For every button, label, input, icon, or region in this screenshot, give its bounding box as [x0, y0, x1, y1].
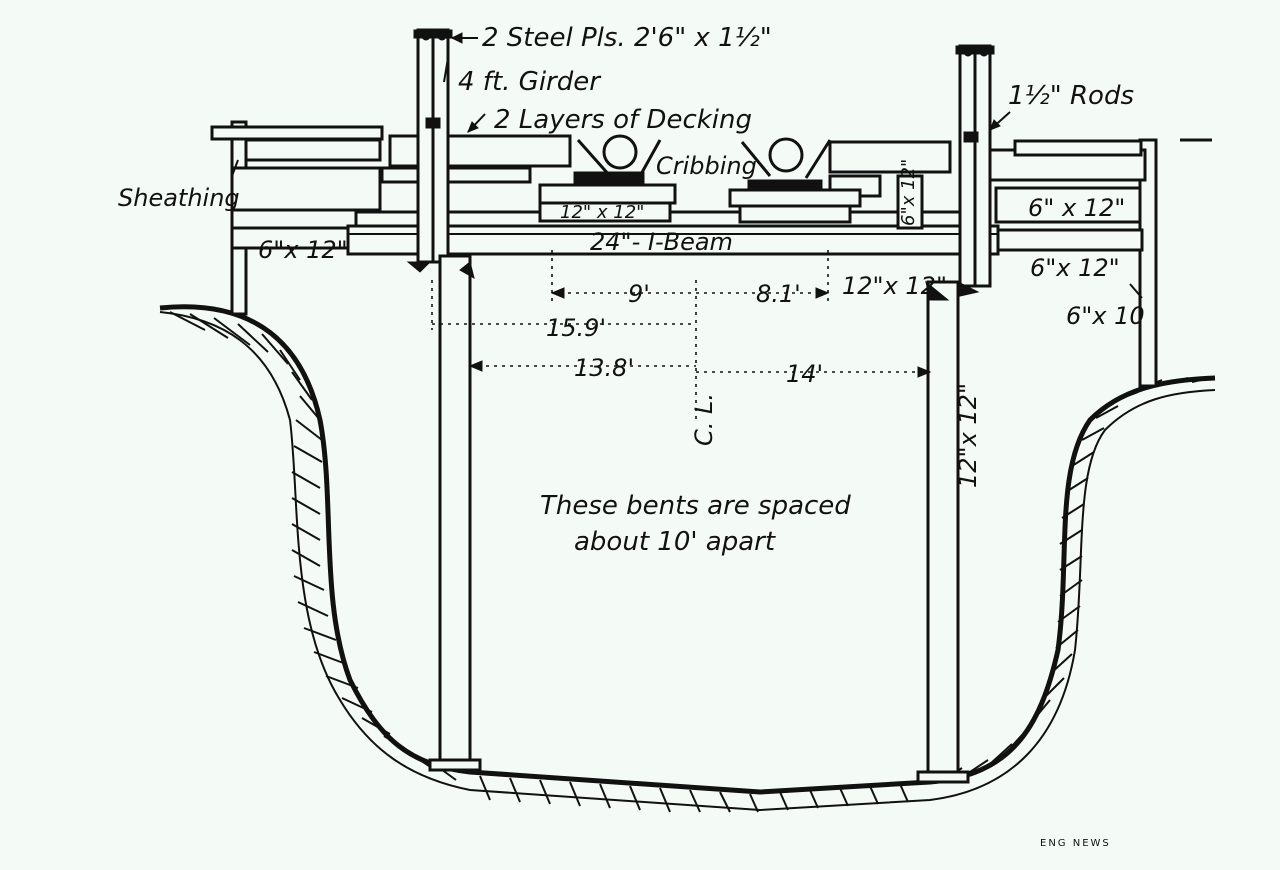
left-bank-hatching — [169, 311, 457, 781]
vertical-6x12-label: 6"x 12" — [898, 159, 919, 226]
i-beam — [346, 224, 1000, 256]
dimension-8-1: 8.1' — [756, 280, 801, 308]
note-line-2: about 10' apart — [574, 527, 776, 557]
dimension-15-9: 15.9' — [546, 314, 606, 342]
dimension-labels: 9' 8.1' 15.9' 13.8' 14' — [546, 280, 823, 388]
right-6x12-mid-label: 6"x 12" — [1030, 254, 1120, 282]
dimension-lines — [431, 250, 932, 420]
left-post — [406, 254, 482, 772]
right-girder — [955, 44, 995, 288]
right-sheathing-post — [1138, 138, 1158, 388]
right-6x12-top-label: 6" x 12" — [1028, 194, 1125, 222]
excavation-outline — [159, 304, 1216, 812]
left-6x12-label: 6"x 12" — [258, 236, 348, 264]
sheathing-label: Sheathing — [118, 184, 240, 212]
note-line-1: These bents are spaced — [540, 491, 851, 521]
bottom-hatching — [479, 775, 909, 813]
post-12x12-label: 12"x 12" — [954, 383, 982, 488]
cribbing — [538, 134, 862, 224]
credit-label: ENG NEWS — [1040, 838, 1111, 849]
ibeam-label: 24"- I-Beam — [590, 228, 733, 256]
dimension-9: 9' — [628, 280, 650, 308]
girder-label: 4 ft. Girder — [458, 67, 602, 97]
right-post — [916, 280, 980, 784]
labels: 2 Steel Pls. 2'6" x 1½" 4 ft. Girder 2 L… — [118, 23, 1145, 849]
right-6x10-label: 6"x 10 — [1066, 302, 1145, 330]
rods-label: 1½" Rods — [1008, 81, 1134, 111]
vertical-6x12 — [896, 174, 924, 230]
steel-plates-label: 2 Steel Pls. 2'6" x 1½" — [482, 23, 772, 53]
decking-label: 2 Layers of Decking — [494, 105, 752, 135]
centerline-label: C. L. — [690, 393, 718, 446]
leaders — [231, 32, 1212, 299]
cribbing-label: Cribbing — [656, 152, 757, 180]
corbel-12x12-label: 12"x 12" — [842, 272, 947, 300]
left-girder — [413, 28, 453, 264]
dimension-13-8: 13.8' — [574, 354, 634, 382]
dimension-14: 14' — [786, 360, 823, 388]
block-12x12-label: 12" x 12" — [560, 202, 644, 223]
